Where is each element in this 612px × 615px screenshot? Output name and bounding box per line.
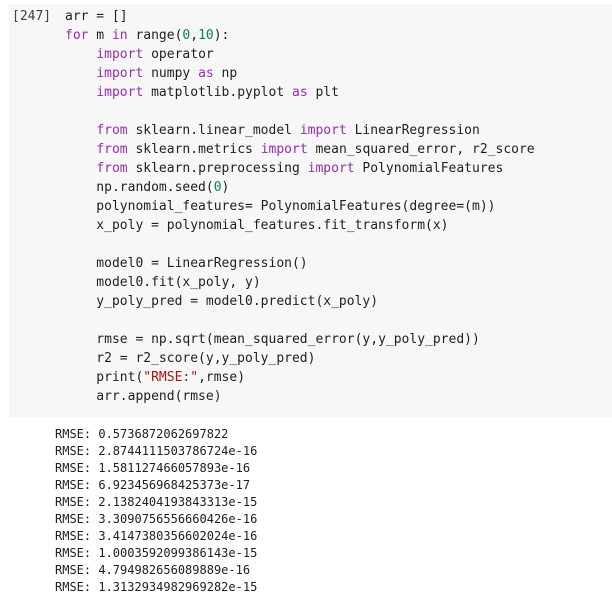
code-token: LinearRegression bbox=[346, 123, 480, 138]
output-line: RMSE: 6.923456968425373e-17 bbox=[55, 478, 251, 492]
code-line: import numpy as np bbox=[65, 64, 535, 83]
output-line: RMSE: 4.794982656089889e-16 bbox=[55, 563, 251, 577]
code-number: 10 bbox=[198, 28, 214, 43]
code-token: model0 = LinearRegression() bbox=[65, 256, 308, 271]
code-keyword: from bbox=[96, 142, 128, 157]
code-token: model0.fit(x_poly, y) bbox=[65, 275, 261, 290]
code-line: from sklearn.metrics import mean_squared… bbox=[65, 140, 535, 159]
code-editor[interactable]: arr = []for m in range(0,10): import ope… bbox=[9, 4, 612, 417]
code-token: arr.append(rmse) bbox=[65, 389, 222, 404]
code-keyword: as bbox=[198, 66, 214, 81]
code-token: plt bbox=[307, 85, 339, 100]
code-token: np.random.seed( bbox=[65, 180, 214, 195]
code-line bbox=[65, 235, 535, 254]
code-number: 0 bbox=[182, 28, 191, 43]
code-token bbox=[65, 142, 96, 157]
code-line: model0.fit(x_poly, y) bbox=[65, 273, 535, 292]
output-line: RMSE: 2.8744111503786724e-16 bbox=[55, 444, 258, 458]
code-token: ,rmse) bbox=[198, 370, 246, 385]
output-line: RMSE: 1.581127466057893e-16 bbox=[55, 461, 251, 475]
code-token: ): bbox=[213, 28, 230, 43]
code-line: polynomial_features= PolynomialFeatures(… bbox=[65, 197, 535, 216]
code-token bbox=[65, 47, 96, 62]
code-token: operator bbox=[143, 47, 214, 62]
code-token: PolynomialFeatures bbox=[354, 161, 504, 176]
output-line: RMSE: 3.3090756556660426e-16 bbox=[55, 512, 258, 526]
code-token: numpy bbox=[143, 66, 199, 81]
code-token: rmse = np.sqrt(mean_squared_error(y,y_po… bbox=[65, 332, 480, 347]
code-line: np.random.seed(0) bbox=[65, 178, 535, 197]
code-keyword: import bbox=[299, 123, 347, 138]
code-token: , bbox=[190, 28, 199, 43]
code-token: matplotlib.pyplot bbox=[143, 85, 292, 100]
code-token: mean_squared_error, r2_score bbox=[307, 142, 535, 157]
code-keyword: as bbox=[292, 85, 308, 100]
code-keyword: import bbox=[307, 161, 355, 176]
code-line: arr.append(rmse) bbox=[65, 387, 535, 406]
code-token: ) bbox=[221, 180, 230, 195]
code-line: from sklearn.preprocessing import Polyno… bbox=[65, 159, 535, 178]
code-keyword: import bbox=[96, 47, 144, 62]
code-token: r2 = r2_score(y,y_poly_pred) bbox=[65, 351, 316, 366]
code-token bbox=[65, 66, 96, 81]
code-line: import matplotlib.pyplot as plt bbox=[65, 83, 535, 102]
code-line: arr = [] bbox=[65, 7, 535, 26]
code-token: m bbox=[88, 28, 112, 43]
output-line: RMSE: 1.3132934982969282e-15 bbox=[55, 580, 258, 594]
code-token: sklearn.preprocessing bbox=[127, 161, 308, 176]
code-line: x_poly = polynomial_features.fit_transfo… bbox=[65, 216, 535, 235]
code-line: import operator bbox=[65, 45, 535, 64]
code-token: arr = [] bbox=[65, 9, 128, 24]
code-line: r2 = r2_score(y,y_poly_pred) bbox=[65, 349, 535, 368]
code-string: "RMSE:" bbox=[143, 370, 199, 385]
code-line: model0 = LinearRegression() bbox=[65, 254, 535, 273]
code-keyword: from bbox=[96, 161, 128, 176]
output-line: RMSE: 2.1382404193843313e-15 bbox=[55, 495, 258, 509]
code-line: rmse = np.sqrt(mean_squared_error(y,y_po… bbox=[65, 330, 535, 349]
code-token: sklearn.linear_model bbox=[127, 123, 300, 138]
code-number: 0 bbox=[213, 180, 222, 195]
code-line: for m in range(0,10): bbox=[65, 26, 535, 45]
code-line: from sklearn.linear_model import LinearR… bbox=[65, 121, 535, 140]
code-keyword: for bbox=[65, 28, 89, 43]
code-token: range( bbox=[127, 28, 183, 43]
code-token bbox=[65, 85, 96, 100]
code-line: print("RMSE:",rmse) bbox=[65, 368, 535, 387]
code-keyword: import bbox=[96, 66, 144, 81]
code-text[interactable]: arr = []for m in range(0,10): import ope… bbox=[65, 7, 535, 406]
output-line: RMSE: 3.4147380356602024e-16 bbox=[55, 529, 258, 543]
code-token: polynomial_features= PolynomialFeatures(… bbox=[65, 199, 496, 214]
code-keyword: import bbox=[260, 142, 308, 157]
code-token: print( bbox=[65, 370, 144, 385]
code-keyword: in bbox=[111, 28, 128, 43]
code-token: sklearn.metrics bbox=[127, 142, 261, 157]
code-line bbox=[65, 311, 535, 330]
code-token: y_poly_pred = model0.predict(x_poly) bbox=[65, 294, 379, 309]
code-token: np bbox=[213, 66, 238, 81]
code-token: x_poly = polynomial_features.fit_transfo… bbox=[65, 218, 449, 233]
execution-count: [247] bbox=[12, 9, 52, 24]
code-line bbox=[65, 102, 535, 121]
code-token bbox=[65, 123, 96, 138]
code-line: y_poly_pred = model0.predict(x_poly) bbox=[65, 292, 535, 311]
code-keyword: from bbox=[96, 123, 128, 138]
output-line: RMSE: 0.5736872062697822 bbox=[55, 427, 229, 441]
code-keyword: import bbox=[96, 85, 144, 100]
output-line: RMSE: 1.0003592099386143e-15 bbox=[55, 546, 258, 560]
code-token bbox=[65, 161, 96, 176]
